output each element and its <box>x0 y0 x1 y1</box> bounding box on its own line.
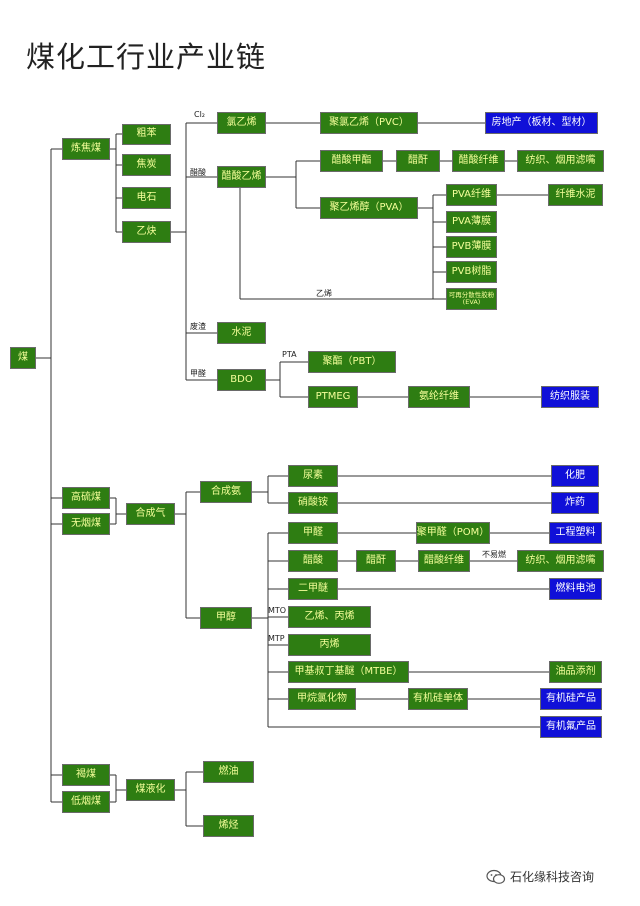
node-engineering-plastics: 工程塑料 <box>549 522 602 544</box>
node-eva: 可再分散性胶粉(EVA) <box>446 288 497 310</box>
node-real-estate: 房地产（板材、型材） <box>485 112 598 134</box>
node-low-rank-coal: 低烟煤 <box>62 791 110 813</box>
node-pva: 聚乙烯醇（PVA） <box>320 197 418 219</box>
node-bdo: BDO <box>217 369 266 391</box>
node-fuel-battery: 燃料电池 <box>549 578 602 600</box>
node-fuel-oil: 燃油 <box>203 761 254 783</box>
node-high-sulfur-coal: 高硫煤 <box>62 487 110 509</box>
node-silicone-products: 有机硅产品 <box>540 688 602 710</box>
label-cl2: Cl₂ <box>194 110 206 119</box>
node-acetate-fiber-2: 醋酸纤维 <box>418 550 470 572</box>
page-title: 煤化工行业产业链 <box>26 40 267 74</box>
node-cement: 水泥 <box>217 322 266 344</box>
node-spandex: 氨纶纤维 <box>408 386 470 408</box>
label-not-easy: 不易燃 <box>482 550 506 559</box>
node-acetic-anhydride: 醋酐 <box>396 150 440 172</box>
node-methyl-acetate: 醋酸甲酯 <box>320 150 383 172</box>
node-textile-filter-2: 纺织、烟用滤嘴 <box>517 550 604 572</box>
node-lignite: 褐煤 <box>62 764 110 786</box>
label-mtp: MTP <box>268 634 285 643</box>
node-propylene: 丙烯 <box>288 634 371 656</box>
node-acetate-fiber: 醋酸纤维 <box>452 150 505 172</box>
node-olefins: 烯烃 <box>203 815 254 837</box>
label-pta: PTA <box>282 350 297 359</box>
node-methyl-chlorosilane: 甲烷氯化物 <box>288 688 356 710</box>
node-crude-benzene: 粗苯 <box>122 124 171 145</box>
label-ethylene: 乙烯 <box>316 289 332 298</box>
node-synthetic-ammonia: 合成氨 <box>200 481 252 503</box>
node-ammonium-nitrate: 硝酸铵 <box>288 492 338 514</box>
node-pva-fiber: PVA纤维 <box>446 184 497 206</box>
node-ptmeg: PTMEG <box>308 386 358 408</box>
node-coal: 煤 <box>10 347 36 369</box>
node-ethylene-propylene: 乙烯、丙烯 <box>288 606 371 628</box>
node-fluorine-products: 有机氟产品 <box>540 716 602 738</box>
node-explosives: 炸药 <box>551 492 599 514</box>
node-fiber-cement: 纤维水泥 <box>548 184 603 206</box>
node-acetic-anhydride-2: 醋酐 <box>356 550 396 572</box>
footer-text: 石化缘科技咨询 <box>510 870 595 884</box>
label-mto: MTO <box>268 606 287 615</box>
node-methanol: 甲醇 <box>200 607 252 629</box>
node-pom: 聚甲醛（POM） <box>416 522 490 544</box>
label-methanal: 甲醛 <box>190 369 206 378</box>
node-anthracite: 无烟煤 <box>62 513 110 535</box>
node-coke: 焦炭 <box>122 154 171 176</box>
node-acetylene: 乙炔 <box>122 221 171 243</box>
node-oil-additive: 油品添剂 <box>549 661 602 683</box>
node-textile-clothing: 纺织服装 <box>541 386 599 408</box>
node-silicone-monomer: 有机硅单体 <box>408 688 468 710</box>
node-fertilizer: 化肥 <box>551 465 599 487</box>
node-pva-film: PVA薄膜 <box>446 211 497 233</box>
node-pvb-resin: PVB树脂 <box>446 261 497 283</box>
node-pvc: 聚氯乙烯（PVC） <box>320 112 418 134</box>
node-textile-filter: 纺织、烟用滤嘴 <box>517 150 604 172</box>
node-dme: 二甲醚 <box>288 578 338 600</box>
wechat-icon <box>486 869 506 884</box>
node-urea: 尿素 <box>288 465 338 487</box>
node-pvb-film: PVB薄膜 <box>446 236 497 258</box>
node-coking-coal: 炼焦煤 <box>62 138 110 160</box>
node-calcium-carbide: 电石 <box>122 187 171 209</box>
node-syngas: 合成气 <box>126 503 175 525</box>
node-coal-liquefaction: 煤液化 <box>126 779 175 801</box>
label-slag: 废渣 <box>190 322 206 331</box>
node-formaldehyde: 甲醛 <box>288 522 338 544</box>
node-mtbe: 甲基叔丁基醚（MTBE） <box>288 661 409 683</box>
node-acetic-acid: 醋酸 <box>288 550 338 572</box>
node-vinyl-chloride: 氯乙烯 <box>217 112 266 134</box>
node-vinyl-acetate: 醋酸乙烯 <box>217 166 266 188</box>
footer-watermark: 石化缘科技咨询 <box>486 868 594 885</box>
node-pbt: 聚酯（PBT） <box>308 351 396 373</box>
label-acetic: 醋酸 <box>190 168 206 177</box>
